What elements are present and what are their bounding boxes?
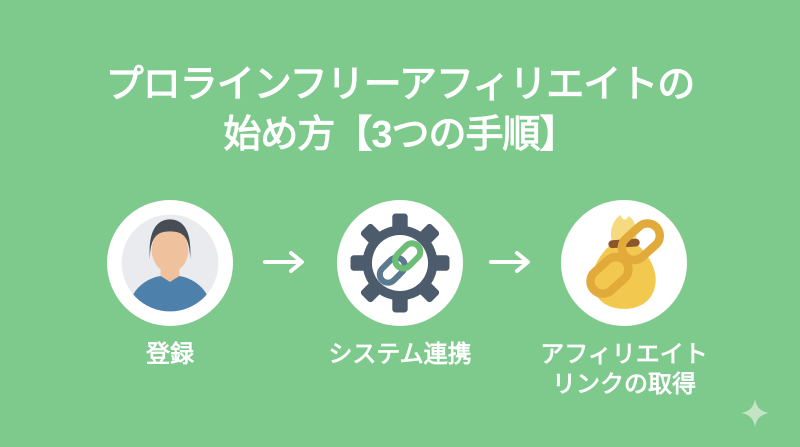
- money-bag-link-icon: [586, 214, 664, 309]
- page-title: プロラインフリーアフィリエイトの 始め方【3つの手順】: [0, 60, 800, 160]
- user-avatar-icon: [121, 214, 219, 312]
- step-2-circle: [337, 200, 463, 326]
- page-title-line1: プロラインフリーアフィリエイトの: [105, 64, 696, 106]
- gear-link-icon: [350, 213, 450, 313]
- sparkle-icon: [741, 399, 769, 427]
- step-3-label: アフィリエイト リンクの取得: [540, 341, 708, 398]
- page-title-line2: 始め方【3つの手順】: [223, 114, 577, 156]
- step-2-label: システム連携: [328, 341, 472, 368]
- arrow-right-icon: [263, 251, 304, 273]
- arrow-right-icon: [489, 251, 530, 273]
- step-3-circle: [561, 200, 687, 326]
- step-1-circle: [107, 200, 233, 326]
- step-1-label: 登録: [146, 341, 194, 368]
